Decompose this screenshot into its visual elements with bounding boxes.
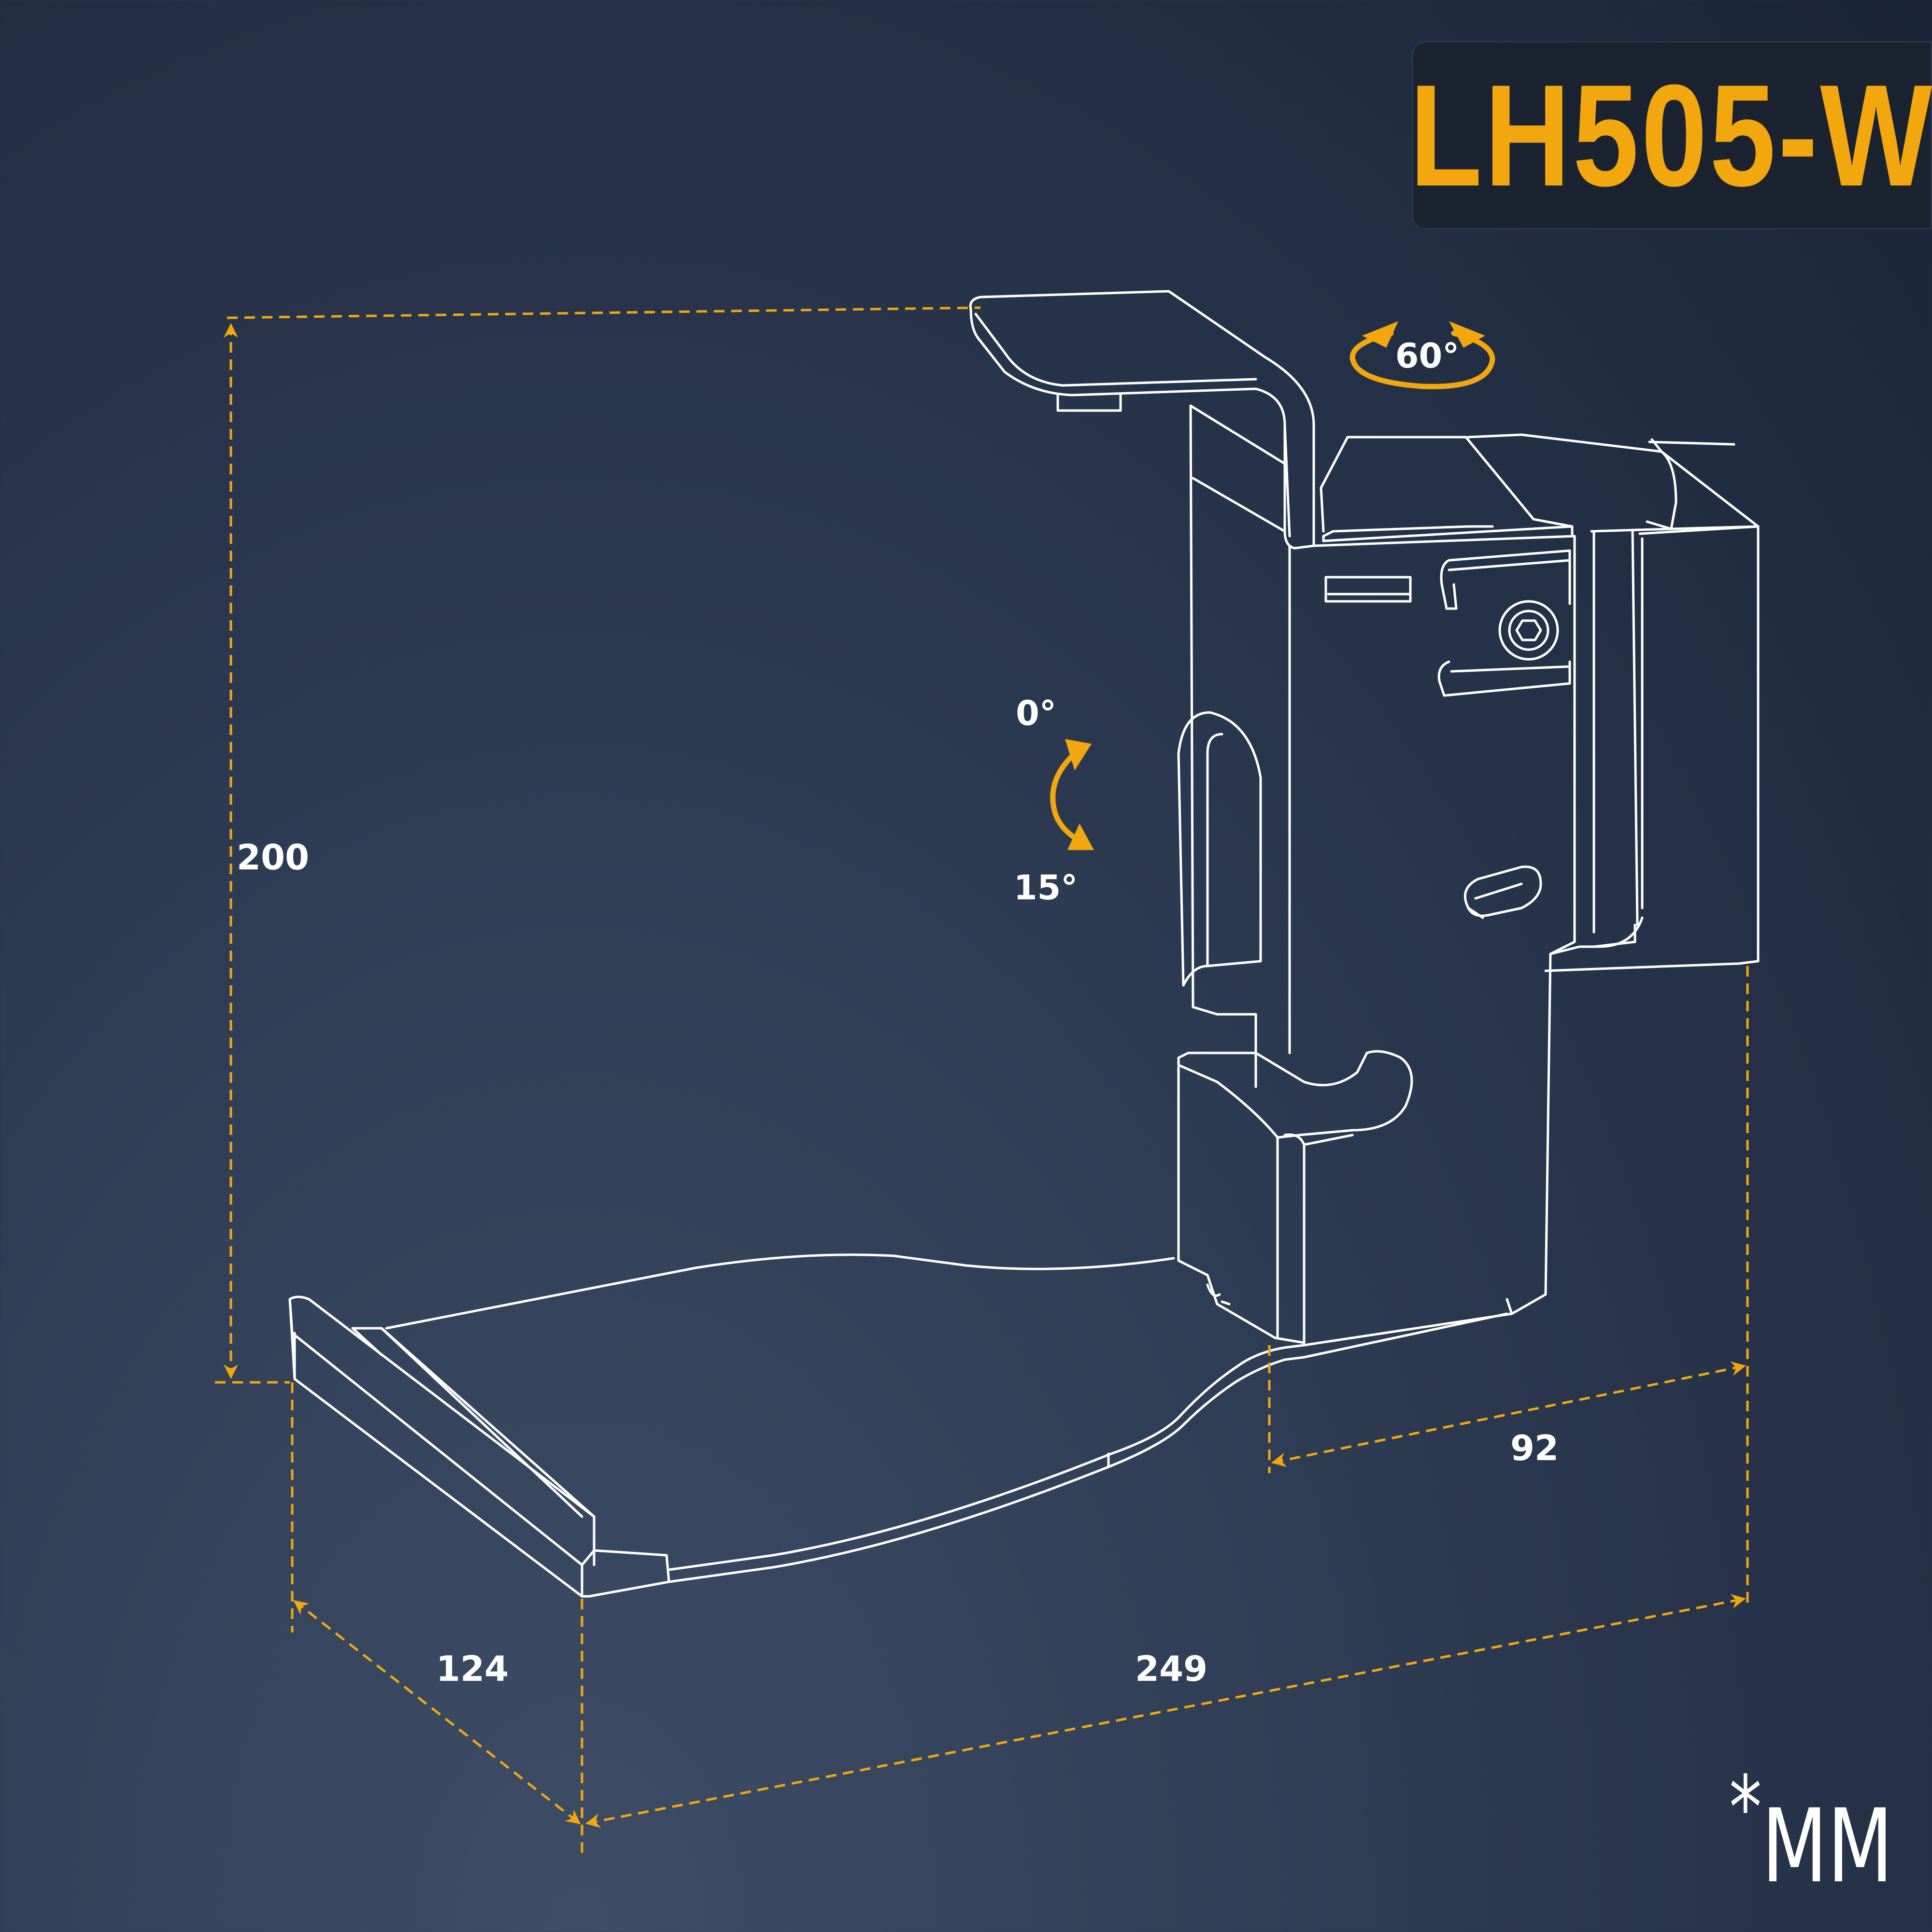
height-label: 200 xyxy=(236,837,310,878)
unit-label: MM xyxy=(1762,1787,1893,1905)
swivel-angle-label: 60° xyxy=(1395,336,1460,376)
depth-label: 124 xyxy=(436,1648,509,1689)
lower-block xyxy=(1177,1050,1413,1139)
tilt-arrowheads xyxy=(1065,739,1094,850)
wall-depth-label: 92 xyxy=(1510,1428,1559,1468)
tilt-arrow-icon xyxy=(1050,753,1087,846)
tilt-top-angle-label: 0° xyxy=(1016,694,1056,733)
wall-plate xyxy=(1187,404,1257,1054)
bracket-drawing xyxy=(288,290,1760,1598)
height-top-extension xyxy=(227,306,981,319)
top-clamp xyxy=(969,290,1315,550)
depth-dimension-line xyxy=(293,1600,581,1824)
cable-opening xyxy=(1177,711,1262,987)
model-name: LH505-W xyxy=(1409,54,1932,216)
width-label: 249 xyxy=(1135,1648,1208,1689)
unit-note: *MM xyxy=(1729,1758,1893,1905)
swivel-arrowheads xyxy=(1362,321,1485,348)
swivel-arrow-icon xyxy=(1350,330,1495,389)
wall-depth-dimension-line xyxy=(1271,1361,1746,1467)
dimension-lines xyxy=(215,306,1749,1855)
unit-asterisk: * xyxy=(1729,1758,1762,1859)
oval-slot xyxy=(1463,865,1542,917)
model-title-box: LH505-W xyxy=(1409,41,1932,229)
width-dimension-line xyxy=(585,1594,1746,1828)
hex-screw xyxy=(1498,600,1559,661)
base-tray xyxy=(288,1295,670,1598)
tilt-bottom-angle-label: 15° xyxy=(1013,868,1078,908)
